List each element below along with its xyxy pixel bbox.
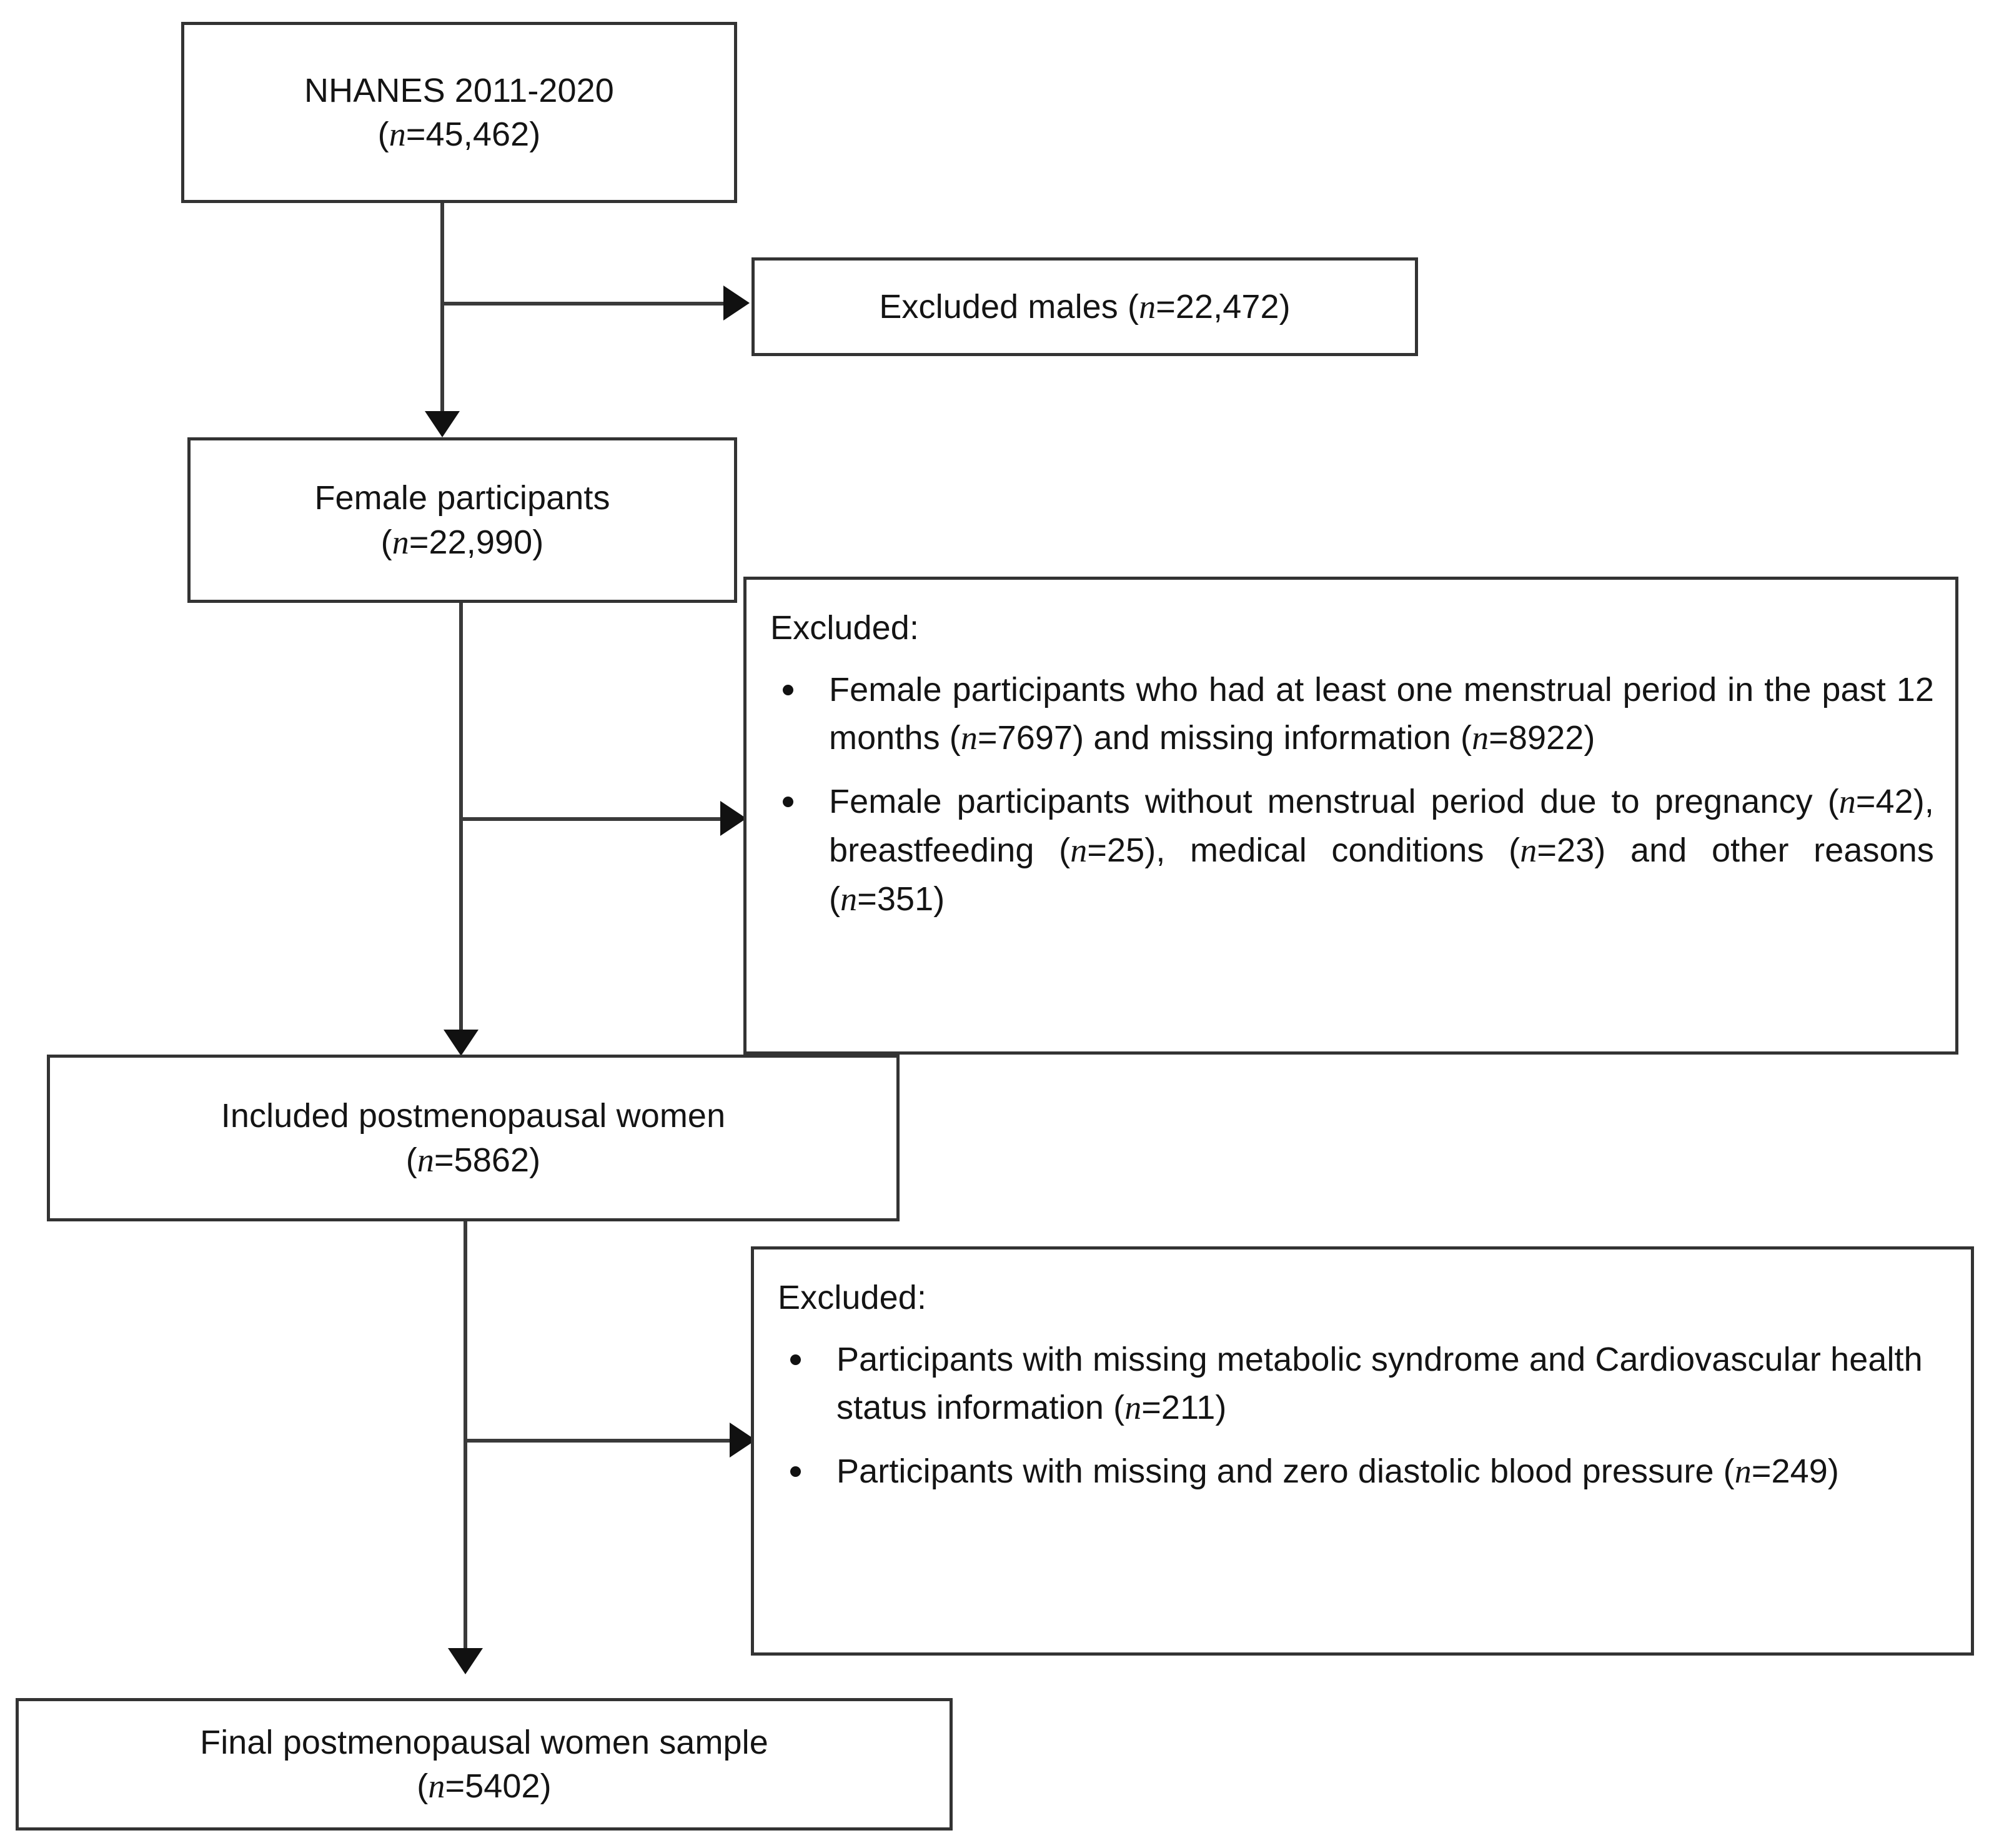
node-final-sample-line1: Final postmenopausal women sample [200, 1723, 768, 1761]
arrowhead-to-final-sample [448, 1648, 483, 1674]
italic-n: n [1472, 719, 1489, 757]
excluded-block-2-list: Participants with missing metabolic synd… [775, 1336, 1950, 1496]
bullet-text-seg1: Participants with missing and zero diast… [836, 1453, 1735, 1490]
italic-n: n [417, 1141, 434, 1179]
node-excluded-males: Excluded males (n=22,472) [751, 257, 1418, 356]
node-included-postmenopausal: Included postmenopausal women (n=5862) [47, 1055, 900, 1221]
node-excluded-block-1: Excluded: Female participants who had at… [743, 577, 1958, 1055]
excluded-block-2-title: Excluded: [778, 1279, 927, 1316]
node-female-participants: Female participants (n=22,990) [187, 437, 737, 603]
node-excluded-males-text: Excluded males (n=22,472) [879, 285, 1290, 329]
bullet-text-seg2: =249) [1751, 1453, 1839, 1490]
excluded-block-1-title: Excluded: [770, 609, 920, 647]
count-value: =5402) [445, 1767, 552, 1805]
italic-n: n [1838, 783, 1856, 820]
bullet-text-seg3: =8922) [1489, 719, 1595, 757]
italic-n: n [1070, 831, 1088, 869]
italic-n: n [1139, 287, 1156, 325]
italic-n: n [428, 1767, 445, 1805]
count-value: =45,462) [405, 116, 541, 153]
count-value: =5862) [434, 1141, 541, 1179]
bullet-text-seg4: =23) and other reasons ( [829, 831, 1934, 918]
node-final-sample-count: (n=5402) [417, 1767, 552, 1805]
bullet-text-seg1: Female participants who had at least one… [829, 670, 1934, 757]
connector-source-vertical [440, 203, 444, 434]
node-included-line1: Included postmenopausal women [221, 1097, 726, 1135]
italic-n: n [1124, 1389, 1142, 1427]
bullet-text-seg5: =351) [857, 880, 945, 918]
count-value: =22,472) [1156, 287, 1291, 325]
bullet-text-seg1: Female participants without menstrual pe… [829, 783, 1839, 820]
node-excluded-block-2: Excluded: Participants with missing meta… [751, 1246, 1974, 1656]
node-final-sample: Final postmenopausal women sample (n=540… [16, 1698, 953, 1831]
list-item: Participants with missing metabolic synd… [775, 1336, 1950, 1433]
bullet-text-seg2: =211) [1141, 1389, 1227, 1427]
node-female-participants-line1: Female participants [314, 479, 610, 517]
bullet-text-seg2: =7697) and missing information ( [977, 719, 1472, 757]
italic-n: n [389, 116, 406, 153]
excluded-block-1-list: Female participants who had at least one… [768, 666, 1934, 924]
node-included-count: (n=5862) [405, 1141, 541, 1179]
connector-included-branch-horizontal [464, 1439, 731, 1443]
list-item: Participants with missing and zero diast… [775, 1448, 1950, 1496]
arrowhead-to-female-participants [425, 411, 460, 437]
list-item: Female participants who had at least one… [768, 666, 1934, 763]
arrowhead-to-included-postmenopausal [444, 1030, 479, 1056]
italic-n: n [840, 880, 858, 918]
arrowhead-to-excluded-males [723, 286, 750, 320]
italic-n: n [392, 523, 409, 561]
connector-female-branch-horizontal [459, 817, 722, 821]
label-before: Excluded males ( [879, 287, 1139, 325]
list-item: Female participants without menstrual pe… [768, 778, 1934, 923]
connector-female-vertical [459, 603, 463, 1053]
italic-n: n [1734, 1453, 1752, 1490]
italic-n: n [960, 719, 978, 757]
node-nhanes-source-line1: NHANES 2011-2020 [304, 71, 614, 109]
node-nhanes-source: NHANES 2011-2020 (n=45,462) [181, 22, 737, 203]
bullet-text-seg1: Participants with missing metabolic synd… [836, 1340, 1923, 1427]
italic-n: n [1520, 831, 1537, 869]
bullet-text-seg2: =42), breastfeeding ( [829, 783, 1934, 869]
arrowhead-to-excluded-block-1 [720, 801, 747, 836]
node-female-participants-count: (n=22,990) [380, 523, 544, 561]
bullet-text-seg3: =25), medical conditions ( [1087, 831, 1520, 869]
node-nhanes-source-count: (n=45,462) [377, 116, 541, 153]
connector-source-branch-horizontal [440, 302, 725, 306]
count-value: =22,990) [409, 523, 544, 561]
